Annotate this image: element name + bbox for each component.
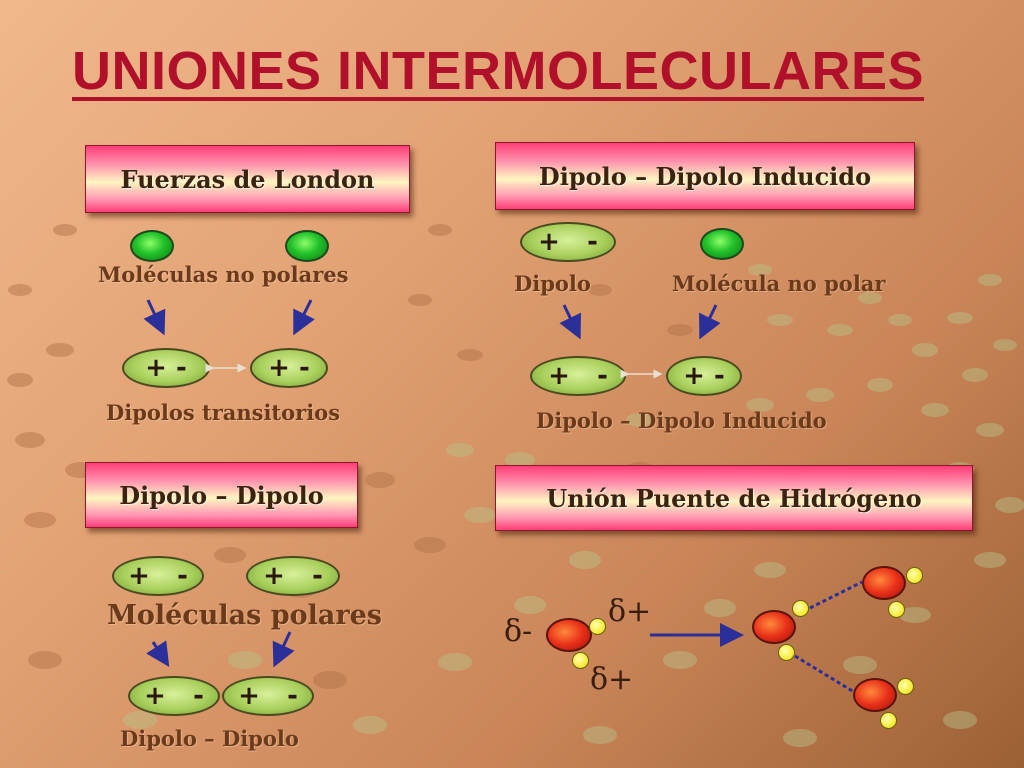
- oxygen-atom: [862, 566, 906, 600]
- dipolo-inducido-header: Dipolo – Dipolo Inducido: [538, 161, 872, 191]
- polar-dipole-bottom-left: + -: [128, 676, 220, 716]
- nonpolar-molecule: [700, 228, 744, 260]
- london-header-box: Fuerzas de London: [85, 145, 410, 213]
- dipolo-dipolo-caption-mid: Moléculas polares: [107, 600, 382, 631]
- nonpolar-molecule-left: [130, 230, 174, 262]
- hidrogeno-header: Unión Puente de Hidrógeno: [546, 483, 922, 513]
- oxygen-atom: [546, 618, 592, 652]
- dipolo-dipolo-header-box: Dipolo – Dipolo: [85, 462, 358, 528]
- hidrogeno-header-box: Unión Puente de Hidrógeno: [495, 465, 973, 531]
- label-dipolo: Dipolo: [514, 271, 591, 296]
- dipolo-dipolo-caption-bottom: Dipolo – Dipolo: [120, 726, 299, 751]
- hydrogen-atom: [572, 652, 589, 669]
- hydrogen-atom: [897, 678, 914, 695]
- hydrogen-atom: [778, 644, 795, 661]
- polar-dipole-bottom-right: + -: [222, 676, 314, 716]
- dipole-molecule: + -: [520, 222, 616, 262]
- delta-minus-label: δ-: [504, 614, 533, 649]
- page-title: UNIONES INTERMOLECULARES: [72, 41, 925, 101]
- hydrogen-atom: [880, 712, 897, 729]
- induced-dipole-right: + -: [666, 356, 742, 396]
- dipolo-inducido-header-box: Dipolo – Dipolo Inducido: [495, 142, 915, 210]
- polar-dipole-top-left: + -: [112, 556, 204, 596]
- delta-plus-label: δ+: [590, 662, 634, 697]
- oxygen-atom: [853, 678, 897, 712]
- polar-dipole-top-right: + -: [246, 556, 340, 596]
- london-dipole-right: + -: [250, 348, 328, 388]
- nonpolar-molecule-right: [285, 230, 329, 262]
- hydrogen-atom: [589, 618, 606, 635]
- delta-plus-label: δ+: [608, 594, 652, 629]
- hydrogen-atom: [906, 567, 923, 584]
- london-header: Fuerzas de London: [120, 164, 375, 194]
- induced-dipole-left: + -: [530, 356, 626, 396]
- hydrogen-atom: [792, 600, 809, 617]
- london-dipole-left: + -: [122, 348, 210, 388]
- london-caption-bottom: Dipolos transitorios: [106, 400, 341, 425]
- dipolo-dipolo-header: Dipolo – Dipolo: [119, 480, 324, 510]
- oxygen-atom: [752, 610, 796, 644]
- label-molecula-no-polar: Molécula no polar: [672, 271, 886, 296]
- dipolo-inducido-caption: Dipolo – Dipolo Inducido: [536, 408, 827, 433]
- hydrogen-atom: [888, 601, 905, 618]
- london-caption-top: Moléculas no polares: [98, 262, 349, 287]
